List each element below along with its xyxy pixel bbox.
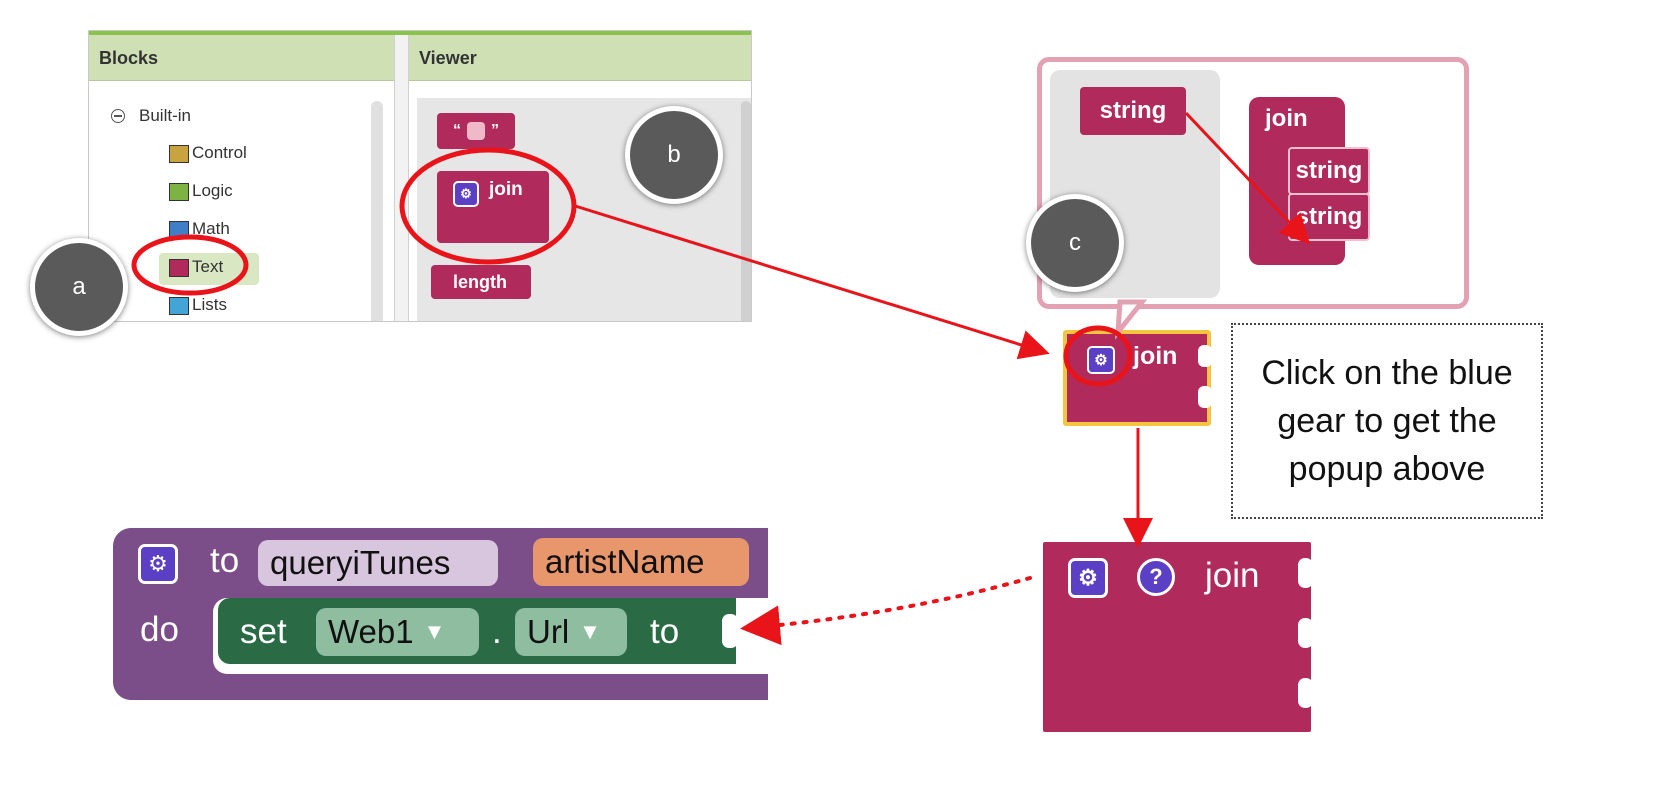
property-label: Url xyxy=(527,613,570,650)
category-control[interactable]: Control xyxy=(169,143,247,163)
category-label: Control xyxy=(192,143,247,162)
join-container-label: join xyxy=(1265,105,1308,132)
category-label: Math xyxy=(192,219,230,238)
quote-close: ” xyxy=(491,122,499,139)
length-label: length xyxy=(453,271,507,292)
lists-swatch-icon xyxy=(169,297,189,315)
control-swatch-icon xyxy=(169,145,189,163)
blocks-scrollbar[interactable] xyxy=(371,101,383,321)
category-label: Logic xyxy=(192,181,233,200)
collapse-icon[interactable] xyxy=(111,109,125,123)
text-string-block[interactable]: “ ” xyxy=(437,113,515,149)
quote-open: “ xyxy=(453,122,461,139)
join-label: join xyxy=(489,179,523,200)
category-logic[interactable]: Logic xyxy=(169,181,233,201)
gear-icon[interactable]: ⚙ xyxy=(138,544,178,584)
tree-root-label: Built-in xyxy=(139,106,191,125)
category-label: Text xyxy=(192,257,224,276)
block-notches xyxy=(722,345,1313,708)
text-category-ellipse xyxy=(131,234,249,296)
gear-icon[interactable]: ⚙ xyxy=(453,181,479,207)
to-label: to xyxy=(210,541,240,580)
blocks-header: Blocks xyxy=(89,35,394,81)
tree-root-builtin[interactable]: Built-in xyxy=(111,106,191,126)
logic-swatch-icon xyxy=(169,183,189,201)
dropdown-arrow-icon: ▼ xyxy=(579,619,601,644)
category-text[interactable]: Text xyxy=(169,257,223,277)
category-math[interactable]: Math xyxy=(169,219,230,239)
panel-accent-line xyxy=(89,31,751,35)
to2-label: to xyxy=(650,612,680,651)
join-block-ellipse xyxy=(399,147,577,265)
instruction-note: Click on the blue gear to get the popup … xyxy=(1231,323,1543,519)
text-slot xyxy=(467,122,485,140)
string-label: string xyxy=(1099,97,1167,124)
join-block-template[interactable]: ⚙ join xyxy=(437,171,549,243)
mutator-string-source[interactable]: string xyxy=(1080,87,1186,135)
blocks-editor-panel: Blocks Viewer Built-in Control Logic Mat… xyxy=(88,30,752,322)
callout-b: b xyxy=(625,106,723,204)
arrow-to-selected-join xyxy=(571,203,1050,360)
length-block[interactable]: length xyxy=(431,265,531,299)
gear-ellipse xyxy=(1063,325,1133,387)
category-label: Lists xyxy=(192,295,227,314)
gear-icon[interactable]: ⚙ xyxy=(1087,346,1115,374)
viewer-header: Viewer xyxy=(409,35,751,81)
do-label: do xyxy=(140,610,179,649)
component-dropdown[interactable]: Web1 ▼ xyxy=(316,608,479,656)
component-label: Web1 xyxy=(328,613,414,650)
set-label: set xyxy=(240,612,287,651)
dropdown-arrow-icon: ▼ xyxy=(423,619,446,644)
property-dropdown[interactable]: Url ▼ xyxy=(515,608,627,656)
callout-a: a xyxy=(30,238,128,336)
panel-divider[interactable] xyxy=(394,35,409,321)
join-label: join xyxy=(1133,342,1178,370)
selected-join-block[interactable]: ⚙ join xyxy=(1063,330,1211,426)
expanded-join-block[interactable]: ⚙ ? join xyxy=(1043,542,1311,732)
arrow-drag-string xyxy=(1184,111,1311,245)
viewer-scrollbar[interactable] xyxy=(741,101,751,321)
mutator-string-item-1[interactable]: string xyxy=(1288,147,1370,195)
callout-c: c xyxy=(1026,194,1124,292)
help-icon[interactable]: ? xyxy=(1137,558,1175,596)
procedure-name-field[interactable]: queryiTunes xyxy=(258,540,498,586)
popup-pointer xyxy=(1114,299,1148,340)
gear-icon[interactable]: ⚙ xyxy=(1068,558,1108,598)
dotted-arrow-to-socket xyxy=(740,576,1032,646)
dot-label: . xyxy=(492,612,502,651)
category-lists[interactable]: Lists xyxy=(169,295,227,315)
item-label: string xyxy=(1295,157,1363,184)
text-swatch-icon xyxy=(169,259,189,277)
parameter-field[interactable]: artistName xyxy=(533,538,749,586)
join-label: join xyxy=(1205,556,1260,595)
